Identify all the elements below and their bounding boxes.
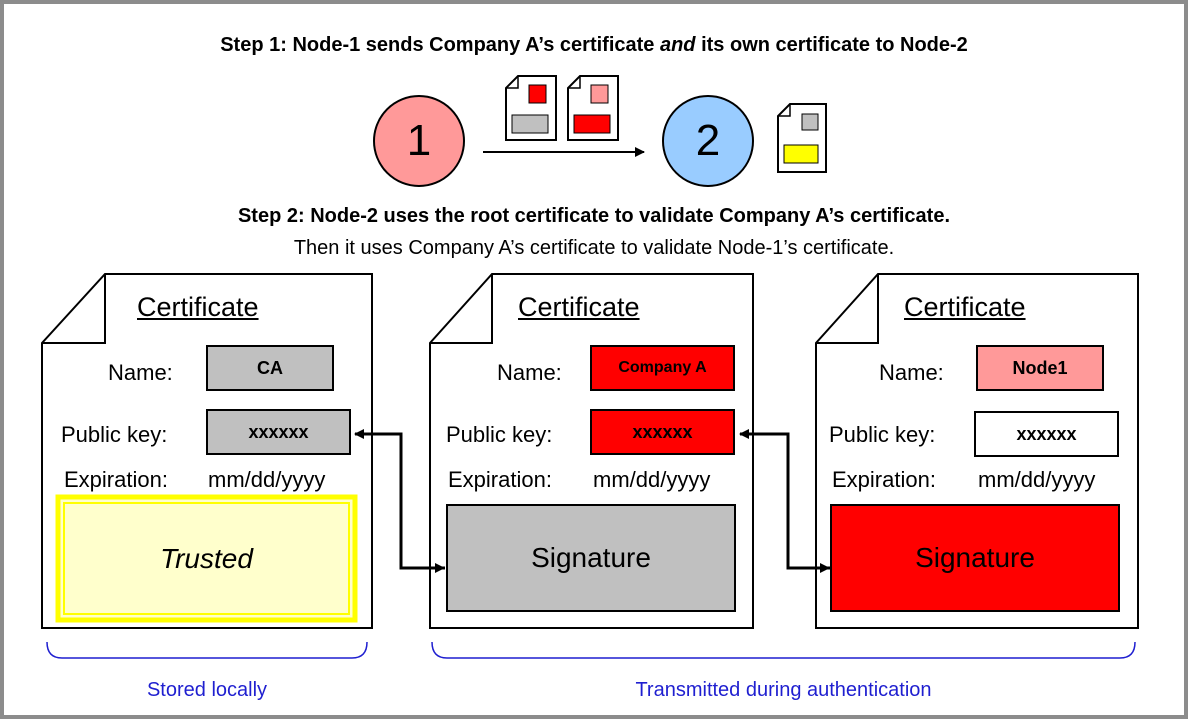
step2-title: Step 2: Node-2 uses the root certificate… — [237, 205, 951, 227]
node2-circle: 2 — [662, 95, 754, 187]
step1-title: Step 1: Node-1 sends Company A’s certifi… — [0, 34, 1188, 57]
step1-title-prefix: Step 1: Node-1 sends Company A’s certifi… — [220, 34, 660, 56]
cert-title: Certificate — [904, 292, 1026, 322]
node1-signature: Signature — [830, 504, 1120, 612]
name-label: Name: — [108, 360, 173, 385]
expiration-label: Expiration: — [832, 467, 936, 492]
cert-title: Certificate — [137, 292, 259, 322]
public-key-label: Public key: — [829, 422, 936, 447]
company-a-certificate-icon — [567, 75, 619, 141]
step2-subtitle: Then it uses Company A’s certificate to … — [293, 237, 895, 259]
transmitted-caption: Transmitted during authentication — [635, 679, 932, 701]
trusted-box — [55, 494, 358, 623]
public-key-label: Public key: — [61, 422, 168, 447]
ca-name-field: CA — [206, 345, 334, 391]
cert-title: Certificate — [518, 292, 640, 322]
node1-expiration-value: mm/dd/yyyy — [978, 467, 1096, 492]
node1-name-field: Node1 — [976, 345, 1104, 391]
company-a-signature: Signature — [446, 504, 736, 612]
node1-public-key-field: xxxxxx — [974, 411, 1119, 457]
ca-public-key-field: xxxxxx — [206, 409, 351, 455]
ca-expiration-value: mm/dd/yyyy — [208, 467, 326, 492]
step1-title-emphasis: and — [659, 34, 696, 56]
company-a-public-key-field: xxxxxx — [590, 409, 735, 455]
node2-certificate-icon — [777, 103, 827, 173]
name-label: Name: — [497, 360, 562, 385]
step1-title-suffix: its own certificate to Node-2 — [695, 34, 968, 56]
name-label: Name: — [879, 360, 944, 385]
stored-brace — [46, 641, 368, 659]
expiration-label: Expiration: — [64, 467, 168, 492]
transmitted-brace — [431, 641, 1136, 659]
company-a-expiration-value: mm/dd/yyyy — [593, 467, 711, 492]
node1-circle: 1 — [373, 95, 465, 187]
company-a-name-field: Company A — [590, 345, 735, 391]
expiration-label: Expiration: — [448, 467, 552, 492]
ca-certificate-icon — [505, 75, 557, 141]
public-key-label: Public key: — [446, 422, 553, 447]
stored-locally-caption: Stored locally — [146, 679, 268, 701]
trusted-label: Trusted — [160, 542, 253, 574]
